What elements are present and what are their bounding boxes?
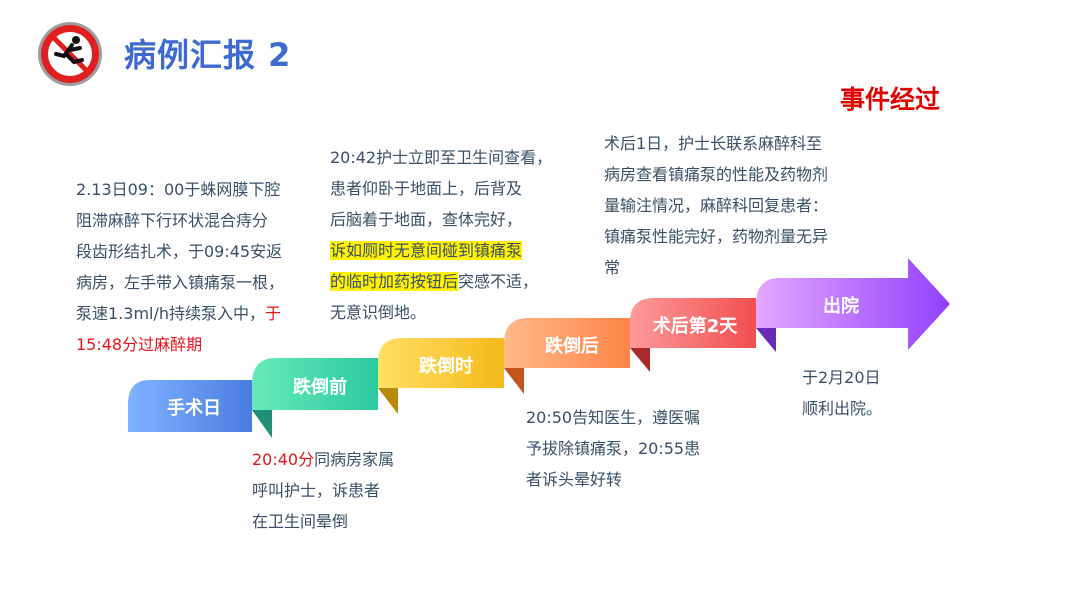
step-after-fall [504, 318, 630, 368]
page-title: 病例汇报 2 [124, 36, 292, 74]
step-label-post-op-day2: 术后第2天 [652, 316, 738, 337]
step-label-after-fall: 跌倒后 [545, 336, 599, 357]
step-discharge-fold [756, 328, 776, 352]
step-post-op-day2 [630, 298, 756, 348]
desc-post-op-day2: 术后1日，护士长联系麻醉科至 病房查看镇痛泵的性能及药物剂 量输注情况，麻醉科回… [604, 134, 829, 277]
step-before-fall [252, 358, 378, 410]
step-during-fall-fold [378, 388, 398, 414]
desc-after-fall: 20:50告知医生，遵医嘱 予拔除镇痛泵，20:55患 者诉头晕好转 [526, 408, 701, 489]
step-after-fall-fold [504, 368, 524, 394]
step-label-discharge: 出院 [823, 296, 859, 317]
step-before-fall-fold [252, 410, 272, 438]
desc-surgery-day: 2.13日09：00于蛛网膜下腔 阻滞麻醉下行环状混合痔分 段齿形结扎术，于09… [76, 180, 285, 354]
desc-before-fall: 20:40分同病房家属 呼叫护士，诉患者 在卫生间晕倒 [252, 450, 395, 531]
step-label-before-fall: 跌倒前 [293, 377, 347, 398]
desc-discharge: 于2月20日 顺利出院。 [802, 368, 883, 418]
step-during-fall [378, 338, 504, 388]
step-discharge-arrow [756, 258, 950, 350]
desc-during-fall: 20:42护士立即至卫生间查看， 患者仰卧于地面上，后背及 后脑着于地面，查体完… [330, 148, 553, 322]
no-slipping-sign-icon [38, 22, 102, 86]
step-label-surgery-day: 手术日 [167, 398, 221, 419]
step-post-op-fold [630, 348, 650, 372]
step-label-during-fall: 跌倒时 [419, 356, 473, 377]
step-surgery-day [128, 380, 252, 432]
section-title: 事件经过 [840, 85, 941, 114]
